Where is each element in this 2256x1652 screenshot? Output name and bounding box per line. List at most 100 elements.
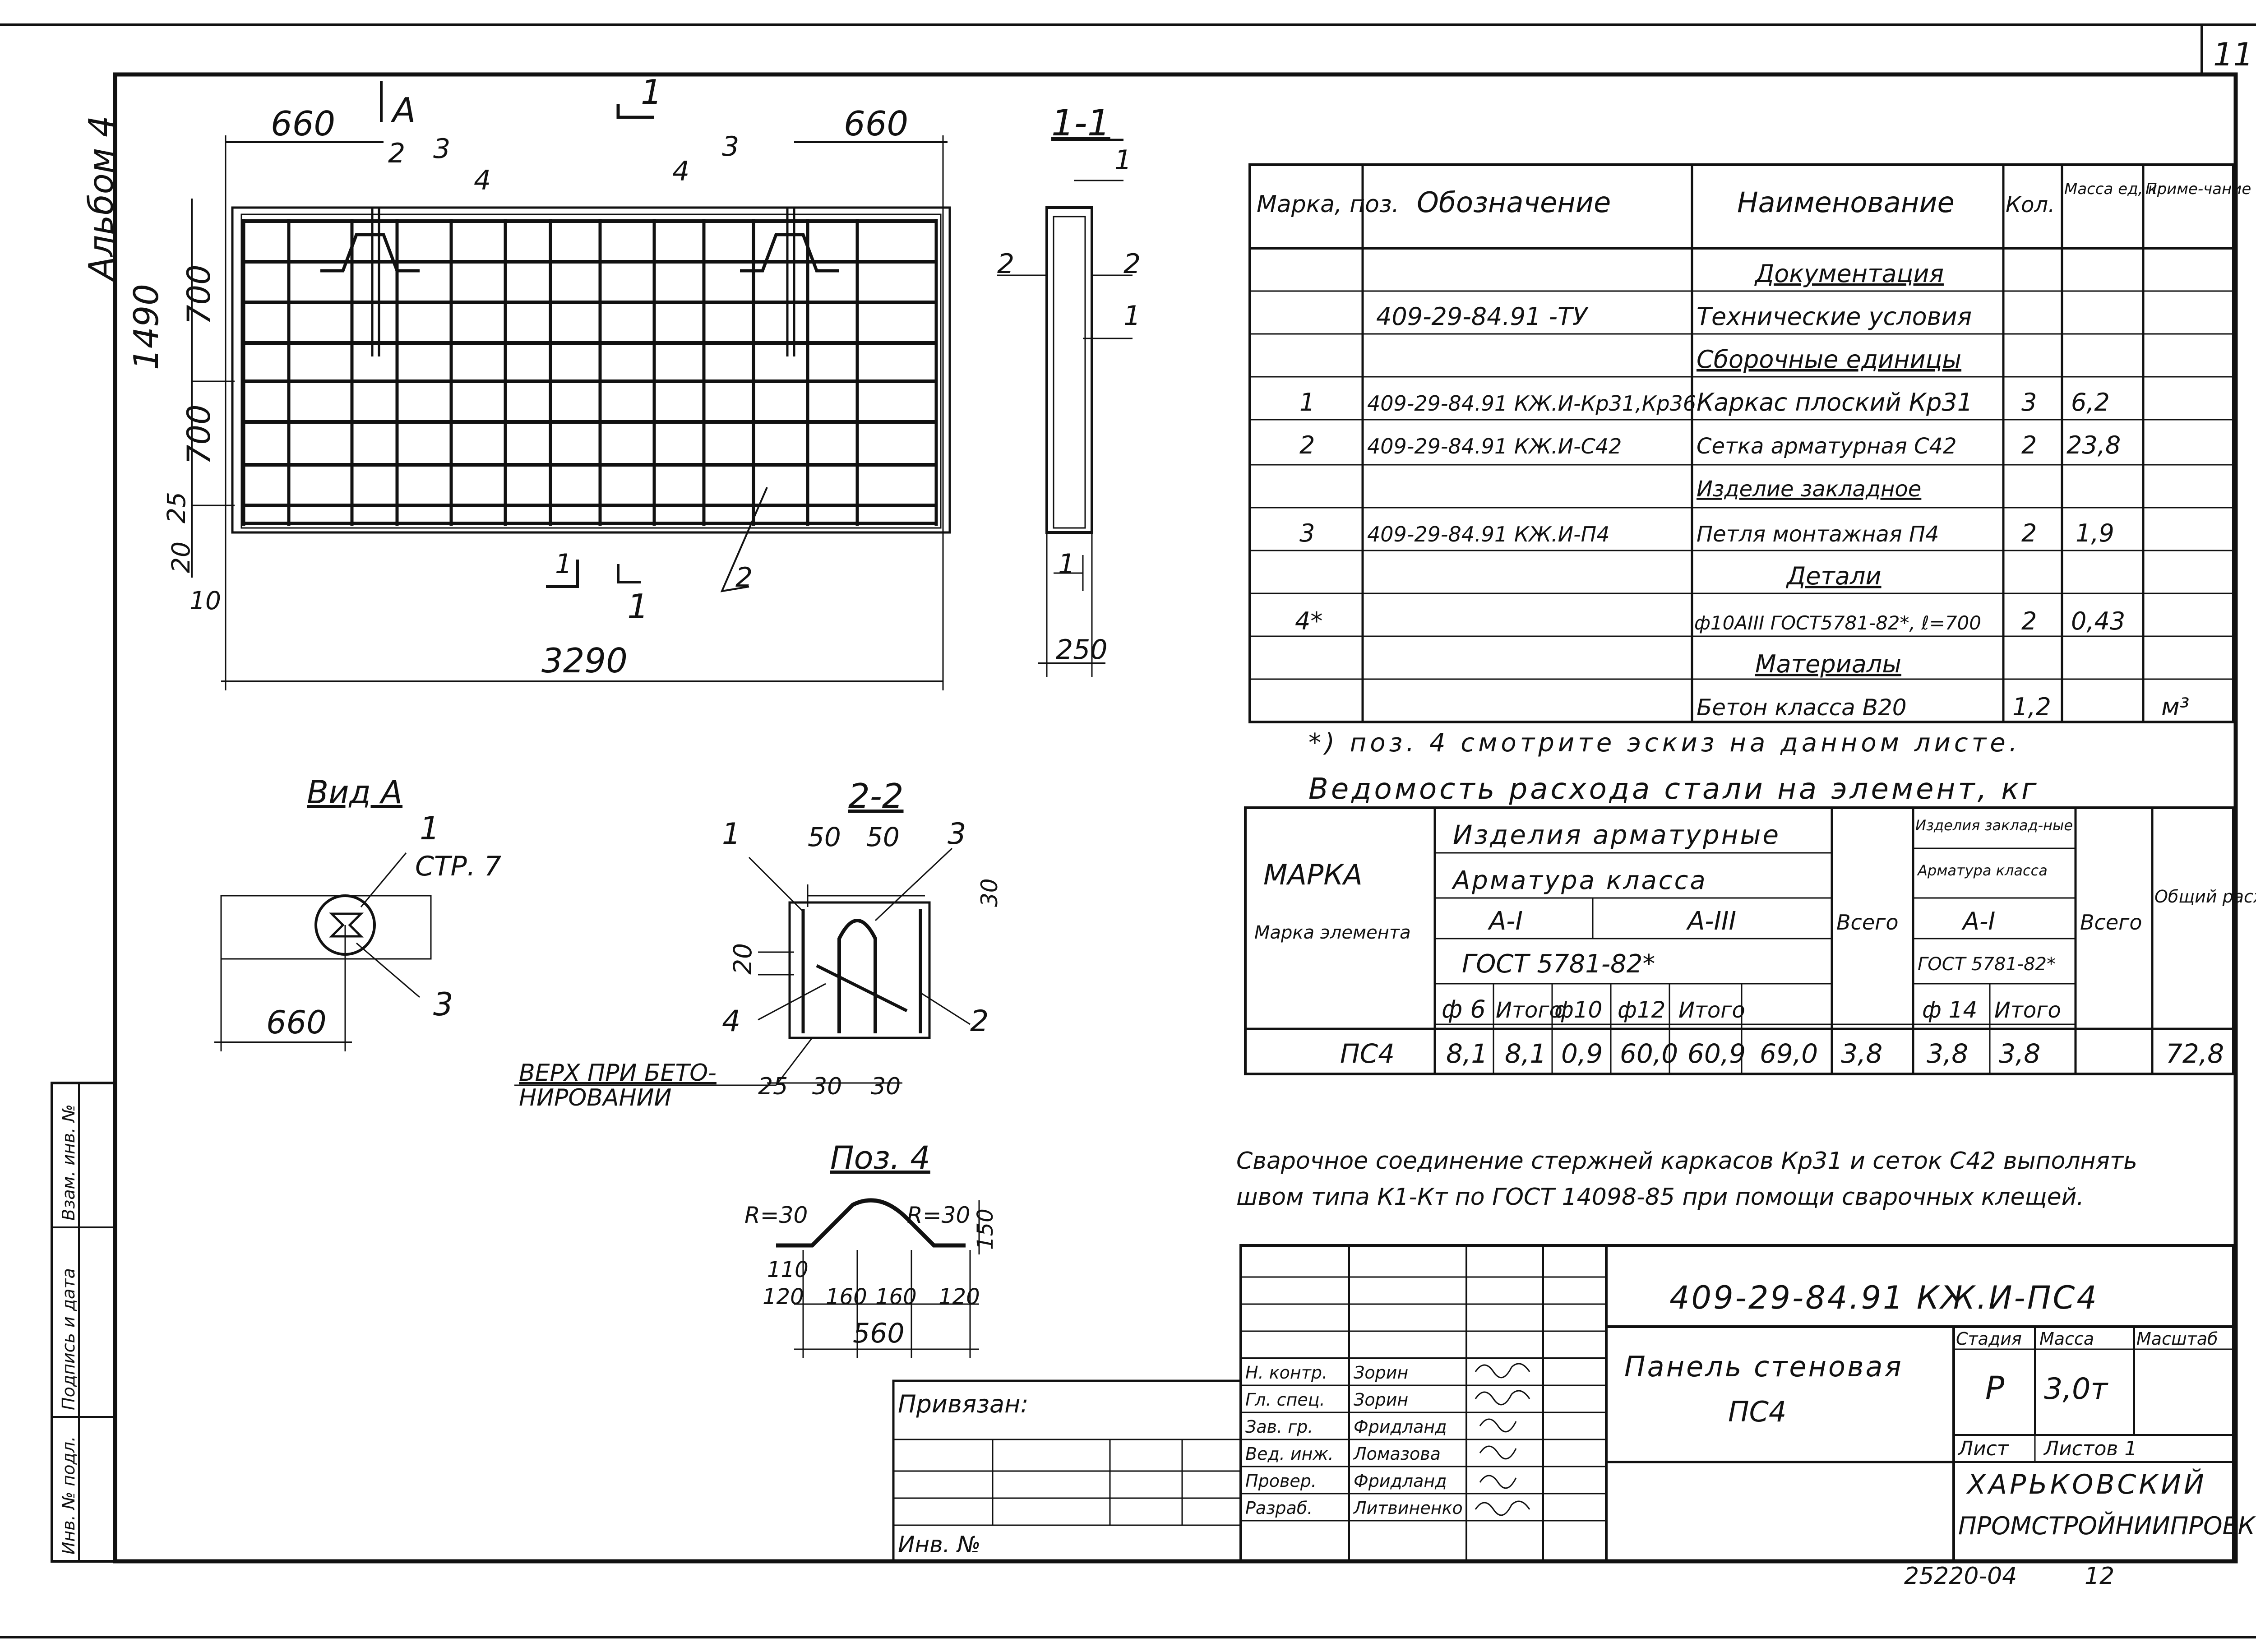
- tb-org-1: ХАРЬКОВСКИЙ: [1966, 1468, 2207, 1500]
- spec-r8-naim: ф10АIII ГОСТ5781-82*, ℓ=700: [1694, 612, 1981, 634]
- spec-r10-kol: 1,2: [2012, 693, 2051, 721]
- sheet-number: 11: [2213, 36, 2253, 73]
- spec-r7-naim: Детали: [1786, 562, 1882, 590]
- callout-2-bottom: 2: [735, 562, 753, 593]
- section-1-1-title: 1-1: [1051, 102, 1110, 144]
- steel-c-f12: 60,0: [1620, 1038, 1678, 1069]
- spec-h-naim: Наименование: [1737, 186, 1955, 219]
- spec-r3-oboz: 409-29-84.91 КЖ.И-Кр31,Кр36: [1367, 391, 1696, 416]
- spec-r3-poz: 1: [1299, 388, 1315, 416]
- steel-h-total: Общий расход: [2154, 887, 2256, 907]
- side-stamp-inv: Инв. № подл.: [59, 1436, 79, 1555]
- signer-role-5: Разраб.: [1245, 1498, 1313, 1518]
- steel-c-vsego1: 69,0: [1760, 1038, 1818, 1069]
- spec-r8-poz: 4*: [1295, 607, 1322, 635]
- callout-4-right: 4: [672, 156, 689, 187]
- signer-role-3: Вед. инж.: [1245, 1444, 1334, 1464]
- steel-h-a1: А-I: [1488, 907, 1523, 936]
- section-2-2-c1: 1: [722, 817, 740, 851]
- spec-r2-naim: Сборочные единицы: [1697, 345, 1961, 374]
- steel-c-total: 72,8: [2166, 1038, 2224, 1069]
- poz4-h150: 150: [973, 1208, 998, 1250]
- signer-role-4: Провер.: [1245, 1471, 1317, 1491]
- callout-3-left: 3: [433, 133, 450, 165]
- spec-r6-kol: 2: [2021, 519, 2037, 547]
- steel-data-row: ПС4 8,1 8,1 0,9 60,0 60,9 69,0 3,8 3,8 3…: [1340, 1038, 2224, 1069]
- spec-footnote: *) поз. 4 смотрите эскиз на данном листе…: [1308, 728, 2021, 758]
- spec-r8-mass: 0,43: [2071, 607, 2125, 635]
- dim-upper-700: 700: [180, 264, 217, 325]
- steel-table-grid: [1244, 806, 2235, 1075]
- steel-h-itogo3: Итого: [1994, 998, 2061, 1023]
- section-1-1-c2l: 2: [997, 248, 1014, 280]
- poz4-sketch: [776, 1198, 980, 1358]
- section-2-2-d30c: 30: [871, 1073, 901, 1100]
- spec-r4-naim: Сетка арматурная С42: [1697, 434, 1957, 459]
- tb-code: 409-29-84.91 КЖ.И-ПС4: [1669, 1279, 2099, 1316]
- signer-name-5: Литвиненко: [1353, 1498, 1463, 1518]
- signer-role-2: Зав. гр.: [1245, 1417, 1313, 1437]
- steel-h-a1b: А-I: [1961, 907, 1995, 935]
- tb-name-2: ПС4: [1728, 1395, 1786, 1428]
- section-2-2-c4: 4: [722, 1004, 740, 1038]
- tb-name-1: Панель стеновая: [1624, 1350, 1903, 1383]
- steel-h-vsego1: Всего: [1836, 910, 1898, 935]
- poz4-title: Поз. 4: [830, 1139, 930, 1176]
- view-a-ref-num: 1: [420, 810, 440, 847]
- callout-3-right: 3: [722, 131, 739, 162]
- weld-note-1: Сварочное соединение стержней каркасов К…: [1236, 1148, 2137, 1175]
- spec-r10-prim: м³: [2161, 693, 2189, 721]
- section-2-2-d30: 30: [976, 878, 1003, 907]
- steel-h-f12: ф12: [1618, 997, 1665, 1023]
- spec-r0-naim: Документация: [1754, 259, 1944, 288]
- side-stamp-sign: Подпись и дата: [59, 1268, 79, 1410]
- spec-h-mass: Масса ед, кг: [2064, 180, 2166, 198]
- section-1-1-c1c: 1: [1058, 548, 1075, 580]
- tb-mass: 3,0т: [2044, 1372, 2108, 1406]
- steel-h-arm: Арматура класса: [1452, 866, 1707, 895]
- view-marker-a: А: [391, 90, 416, 130]
- steel-h-itogo1: Итого: [1496, 998, 1563, 1023]
- album-label: Альбом 4: [81, 116, 121, 282]
- tb-stage: Р: [1985, 1370, 2005, 1407]
- dim-left-660: 660: [271, 104, 335, 143]
- steel-c-itogo2: 60,9: [1687, 1038, 1746, 1069]
- steel-h-izd: Изделия арматурные: [1453, 819, 1780, 850]
- signer-role-1: Гл. спец.: [1245, 1390, 1325, 1410]
- spec-r1-oboz: 409-29-84.91 -ТУ: [1376, 302, 1589, 331]
- spec-table-grid: [1248, 163, 2235, 723]
- spec-h-marka: Марка, поз.: [1257, 191, 1399, 218]
- steel-c-vsego2: 3,8: [1999, 1038, 2040, 1069]
- spec-h-oboz: Обозначение: [1417, 186, 1611, 219]
- steel-h-gost2: ГОСТ 5781-82*: [1918, 954, 2056, 975]
- tb-sheets: Листов 1: [2043, 1437, 2137, 1460]
- steel-title: Ведомость расхода стали на элемент, кг: [1308, 773, 2039, 806]
- steel-h-f10: ф10: [1554, 997, 1602, 1023]
- section-2-2-d20: 20: [728, 943, 757, 975]
- steel-h-zakl: Изделия заклад-ные: [1915, 817, 2073, 834]
- section-2-2: [514, 847, 971, 1086]
- dim-20: 20: [166, 541, 195, 573]
- signer-name-3: Ломазова: [1353, 1444, 1441, 1464]
- poz4-d120a: 120: [763, 1284, 804, 1310]
- section-1-1-width: 250: [1056, 634, 1108, 666]
- spec-r6-naim: Петля монтажная П4: [1697, 522, 1939, 547]
- spec-r4-kol: 2: [2021, 431, 2037, 459]
- panel-elevation: [191, 81, 951, 690]
- section-1-1-c1b: 1: [1123, 300, 1141, 332]
- tb-bound: Привязан:: [898, 1390, 1029, 1418]
- view-a-callout: 3: [433, 986, 453, 1023]
- poz4-d120b: 120: [938, 1284, 980, 1310]
- section-2-2-c2: 2: [970, 1004, 989, 1038]
- side-stamp: Инв. № подл. Подпись и дата Взам. инв. №: [51, 1082, 116, 1563]
- dim-10: 10: [190, 586, 221, 615]
- section-2-2-d30b: 30: [812, 1073, 842, 1100]
- steel-c-itogo1: 8,1: [1505, 1038, 1546, 1069]
- section-2-2-d25: 25: [758, 1073, 788, 1100]
- callout-2-top: 2: [388, 138, 405, 169]
- steel-h-marka-1: МАРКА: [1263, 858, 1363, 891]
- dim-1490: 1490: [126, 284, 166, 370]
- signer-name-4: Фридланд: [1354, 1471, 1447, 1491]
- section-2-2-note-2: НИРОВАНИИ: [519, 1084, 671, 1111]
